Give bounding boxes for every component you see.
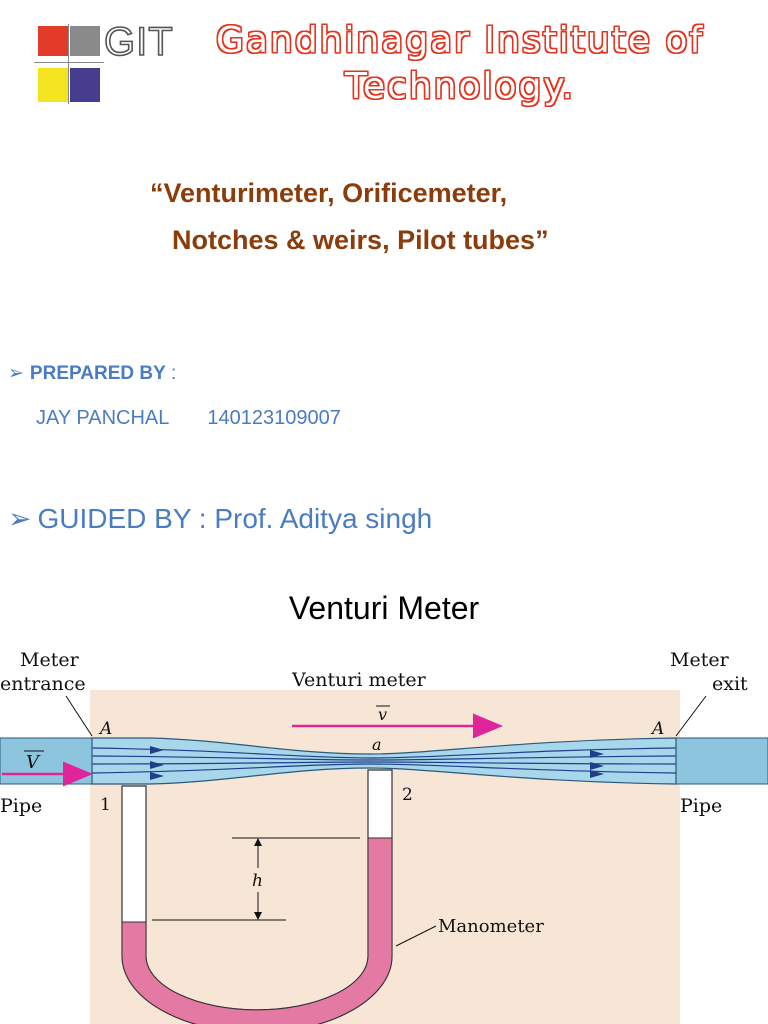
manometer-mercury bbox=[121, 837, 393, 1024]
label-meter-exit-1: Meter bbox=[670, 649, 730, 671]
label-meter-entrance-1: Meter bbox=[20, 649, 80, 671]
flow-arrow bbox=[590, 750, 604, 758]
label-meter-exit-2: exit bbox=[712, 673, 748, 695]
flow-arrow bbox=[150, 772, 164, 780]
meter-exit-leader bbox=[675, 695, 707, 737]
streamline bbox=[91, 763, 677, 774]
diagram-title: Venturi Meter bbox=[288, 590, 480, 626]
streamline bbox=[91, 761, 677, 765]
streamlines bbox=[91, 747, 677, 774]
pipe-right bbox=[675, 737, 768, 785]
student-name: JAY PANCHAL bbox=[36, 407, 170, 429]
venturi-meter-diagram: Meter entrance Venturi meter Meter exit … bbox=[0, 649, 768, 1024]
institute-name-line2: Technology. bbox=[345, 66, 575, 107]
label-velocity-throat: v bbox=[378, 705, 387, 724]
student-info: JAY PANCHAL 140123109007 bbox=[36, 407, 341, 430]
flow-arrows bbox=[150, 746, 604, 780]
subject-line1: “Venturimeter, Orificemeter, bbox=[150, 178, 508, 208]
prepared-by-separator: : bbox=[165, 363, 177, 384]
label-h: h bbox=[252, 871, 263, 891]
label-area-left: A bbox=[98, 719, 112, 739]
logo-red-square bbox=[38, 26, 68, 56]
flow-arrow bbox=[150, 761, 164, 769]
label-velocity-inlet: V bbox=[26, 752, 41, 773]
institute-name-line1: Gandhinagar Institute of bbox=[215, 20, 705, 61]
label-area-right: A bbox=[650, 719, 664, 739]
logo-grid-line bbox=[68, 24, 69, 104]
logo-yellow-square bbox=[38, 68, 68, 102]
label-pipe-left: Pipe bbox=[0, 795, 42, 817]
guided-by: ➢GUIDED BY : Prof. Aditya singh bbox=[8, 502, 432, 535]
institute-name: Gandhinagar Institute of Technology. bbox=[160, 18, 760, 110]
flow-arrow bbox=[590, 762, 604, 770]
venturi-body bbox=[91, 737, 677, 785]
label-point-1: 1 bbox=[100, 795, 111, 815]
guided-by-text: GUIDED BY : Prof. Aditya singh bbox=[37, 503, 433, 534]
label-point-2: 2 bbox=[402, 785, 413, 805]
pipe-left bbox=[0, 737, 93, 785]
manometer-leader bbox=[395, 925, 437, 947]
logo-gray-square bbox=[70, 26, 100, 56]
label-venturi-meter: Venturi meter bbox=[291, 669, 427, 691]
flow-arrow bbox=[590, 770, 604, 778]
presentation-subject: “Venturimeter, Orificemeter, Notches & w… bbox=[150, 170, 710, 264]
streamline bbox=[91, 747, 677, 759]
label-pipe-right: Pipe bbox=[680, 795, 722, 817]
subject-line2: Notches & weirs, Pilot tubes” bbox=[172, 225, 549, 255]
bullet-arrow-icon: ➢ bbox=[8, 363, 24, 384]
logo-text: GIT bbox=[103, 19, 174, 65]
bullet-arrow-icon: ➢ bbox=[8, 503, 32, 534]
flow-arrow bbox=[150, 746, 164, 754]
prepared-by-label: PREPARED BY bbox=[29, 363, 166, 384]
label-meter-entrance-2: entrance bbox=[0, 673, 86, 695]
meter-entrance-leader bbox=[65, 695, 93, 737]
streamline bbox=[91, 755, 677, 761]
git-logo: GIT bbox=[30, 18, 173, 114]
label-area-throat: a bbox=[372, 735, 382, 754]
logo-purple-square bbox=[70, 68, 100, 102]
student-roll-number: 140123109007 bbox=[207, 407, 341, 429]
prepared-by: ➢PREPARED BY : bbox=[8, 362, 176, 385]
label-manometer: Manometer bbox=[438, 916, 544, 937]
logo-grid-line bbox=[34, 62, 104, 63]
